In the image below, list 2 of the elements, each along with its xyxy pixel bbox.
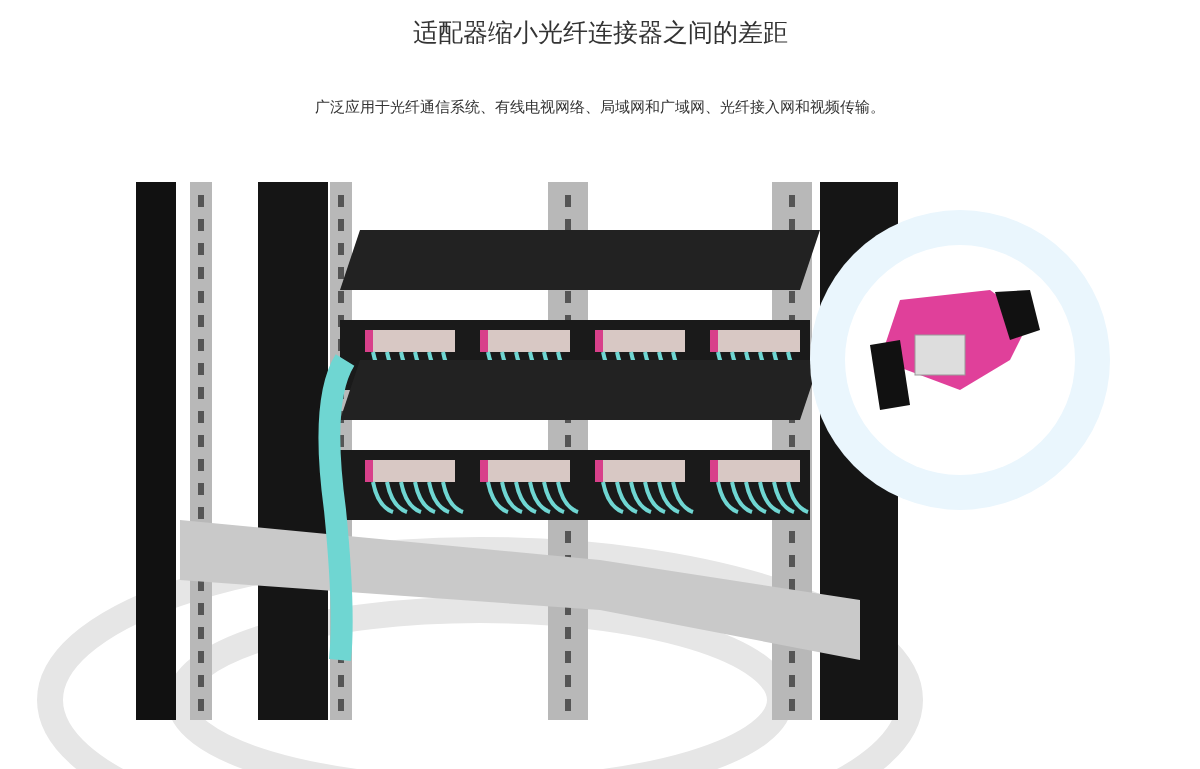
title: 适配器缩小光纤连接器之间的差距	[411, 17, 789, 49]
subtitle: 广泛应用于光纤通信系统、有线电视网络、局域网和广域网、光纤接入网和视频传输。	[314, 98, 886, 117]
